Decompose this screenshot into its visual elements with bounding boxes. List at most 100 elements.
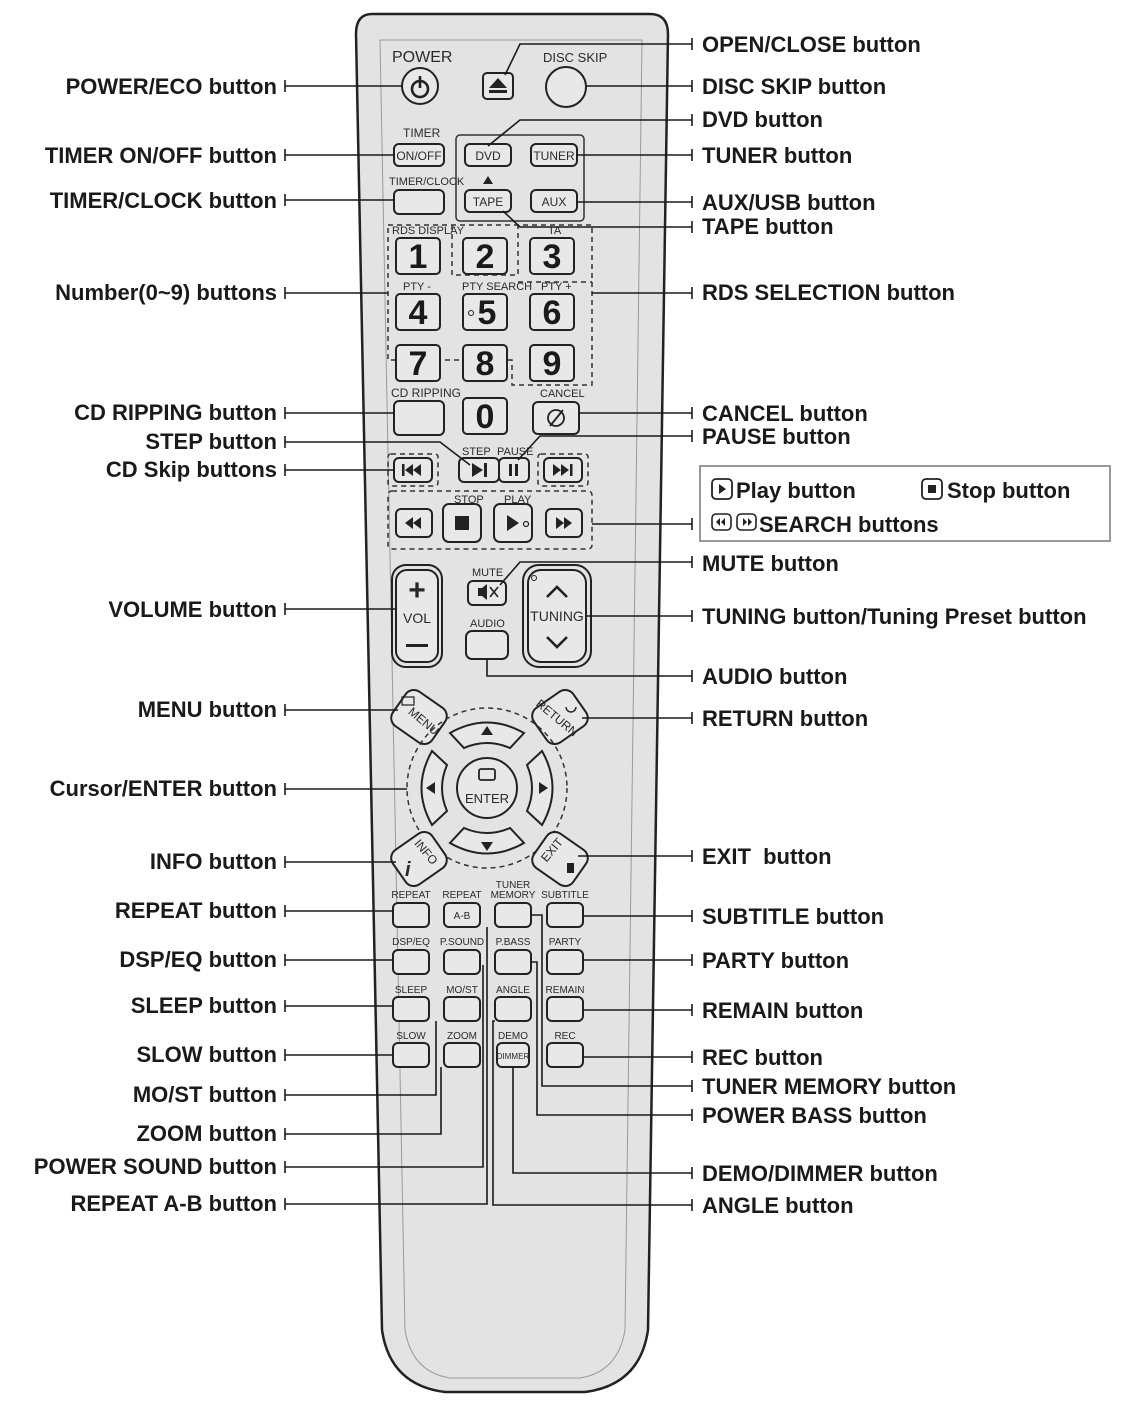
repeat-ab-button[interactable]: A-B — [443, 902, 481, 928]
pause-button[interactable] — [498, 457, 530, 483]
skip-forward-button[interactable] — [543, 457, 583, 483]
number-button-7[interactable]: 7 — [395, 344, 441, 383]
callout-menu: MENU button — [138, 697, 277, 722]
play-button[interactable] — [493, 503, 533, 543]
number-button-3[interactable]: 3 — [529, 237, 575, 276]
left-callouts: POWER/ECO button TIMER ON/OFF button TIM… — [34, 74, 277, 1216]
step-icon — [472, 463, 483, 477]
return-button[interactable]: RETURN — [528, 686, 591, 748]
digit-1: 1 — [409, 238, 428, 276]
cursor-down-button[interactable] — [448, 826, 526, 855]
remain-button[interactable] — [546, 996, 584, 1022]
dimmer-label: DIMMER — [497, 1052, 530, 1061]
pty-plus-label: PTY + — [541, 281, 572, 293]
cd-ripping-button[interactable] — [393, 400, 445, 436]
right-arrow-icon — [539, 782, 548, 794]
audio-button[interactable] — [465, 630, 509, 660]
mute-label: MUTE — [472, 567, 503, 579]
source-group — [455, 134, 585, 222]
cancel-button[interactable] — [532, 401, 580, 435]
rds-display-label: RDS DISPLAY — [392, 225, 465, 237]
digit-0: 0 — [476, 398, 495, 436]
timer-clock-button[interactable] — [393, 189, 445, 215]
digit-7: 7 — [409, 345, 428, 383]
callout-power-bass: POWER BASS button — [702, 1103, 927, 1128]
dvd-button[interactable]: DVD — [464, 143, 512, 167]
number-button-1[interactable]: 1 — [395, 237, 441, 276]
rewind-button[interactable] — [395, 508, 433, 538]
party-button[interactable] — [546, 949, 584, 975]
angle-label: ANGLE — [496, 985, 530, 996]
repeat-button[interactable] — [392, 902, 430, 928]
aux-button[interactable]: AUX — [530, 189, 578, 213]
number-button-6[interactable]: 6 — [529, 293, 575, 332]
number-button-2[interactable]: 2 — [462, 237, 508, 276]
callout-repeat: REPEAT button — [115, 898, 277, 923]
slow-button[interactable] — [392, 1042, 430, 1068]
tuner-memory-button[interactable] — [494, 902, 532, 928]
skip-back-icon — [402, 464, 405, 476]
right-callouts: OPEN/CLOSE button DISC SKIP button DVD b… — [702, 32, 1087, 1218]
callout-tuning: TUNING button/Tuning Preset button — [702, 604, 1087, 629]
tuning-button[interactable]: TUNING — [522, 564, 592, 668]
timer-on-off-button[interactable]: ON/OFF — [393, 143, 445, 167]
fast-forward-button[interactable] — [545, 508, 583, 538]
mo-st-button[interactable] — [443, 996, 481, 1022]
callout-cd-ripping: CD RIPPING button — [74, 400, 277, 425]
callout-open-close: OPEN/CLOSE button — [702, 32, 921, 57]
demo-dimmer-button[interactable]: DIMMER — [496, 1042, 530, 1068]
mute-icon — [478, 584, 487, 600]
mute-button[interactable] — [467, 580, 507, 606]
number-button-8[interactable]: 8 — [462, 344, 508, 383]
cursor-right-button[interactable] — [525, 749, 554, 827]
cancel-icon — [547, 409, 565, 427]
callout-power-eco: POWER/ECO button — [66, 74, 277, 99]
rec-button[interactable] — [546, 1042, 584, 1068]
menu-button[interactable]: MENU — [387, 686, 450, 748]
tuning-down-icon — [546, 636, 568, 649]
callout-dvd: DVD button — [702, 107, 823, 132]
stop-button[interactable] — [442, 503, 482, 543]
number-button-4[interactable]: 4 — [395, 293, 441, 332]
open-close-button[interactable] — [482, 72, 514, 100]
digit-4: 4 — [409, 294, 428, 332]
volume-button[interactable]: + VOL — [391, 564, 443, 668]
callout-cancel: CANCEL button — [702, 401, 868, 426]
tuner-button[interactable]: TUNER — [530, 143, 578, 167]
enter-button[interactable]: ENTER — [456, 757, 518, 819]
cursor-up-button[interactable] — [448, 721, 526, 750]
slow-label: SLOW — [396, 1031, 426, 1042]
skip-back-button[interactable] — [393, 457, 433, 483]
p-sound-button[interactable] — [443, 949, 481, 975]
minus-icon — [406, 644, 428, 647]
power-button[interactable] — [401, 67, 439, 105]
dsp-eq-button[interactable] — [392, 949, 430, 975]
zoom-button[interactable] — [443, 1042, 481, 1068]
number-button-9[interactable]: 9 — [529, 344, 575, 383]
disc-skip-button[interactable] — [545, 66, 587, 108]
vol-label: VOL — [403, 610, 431, 626]
digit-2: 2 — [476, 238, 495, 276]
number-button-0[interactable]: 0 — [462, 397, 508, 436]
legend-forward-icon — [736, 513, 757, 531]
disc-skip-label: DISC SKIP — [543, 50, 607, 65]
subtitle-button[interactable] — [546, 902, 584, 928]
callout-tuner-memory: TUNER MEMORY button — [702, 1074, 956, 1099]
enter-icon — [478, 768, 496, 781]
legend-rewind-icon — [711, 513, 732, 531]
on-off-label: ON/OFF — [396, 149, 441, 163]
tape-button[interactable]: TAPE — [464, 189, 512, 213]
pause-label: PAUSE — [497, 446, 533, 458]
tuning-label: TUNING — [530, 608, 584, 624]
angle-button[interactable] — [494, 996, 532, 1022]
subtitle-label: SUBTITLE — [541, 890, 589, 901]
sleep-button[interactable] — [392, 996, 430, 1022]
callout-cursor-enter: Cursor/ENTER button — [50, 776, 277, 801]
callout-aux-usb: AUX/USB button — [702, 190, 876, 215]
timer-clock-label: TIMER/CLOCK — [389, 176, 465, 188]
number-button-5[interactable]: 5 — [462, 293, 508, 332]
leader-lines — [284, 38, 693, 1211]
cursor-left-button[interactable] — [420, 749, 449, 827]
info-button[interactable]: i INFO — [387, 828, 450, 890]
p-bass-button[interactable] — [494, 949, 532, 975]
